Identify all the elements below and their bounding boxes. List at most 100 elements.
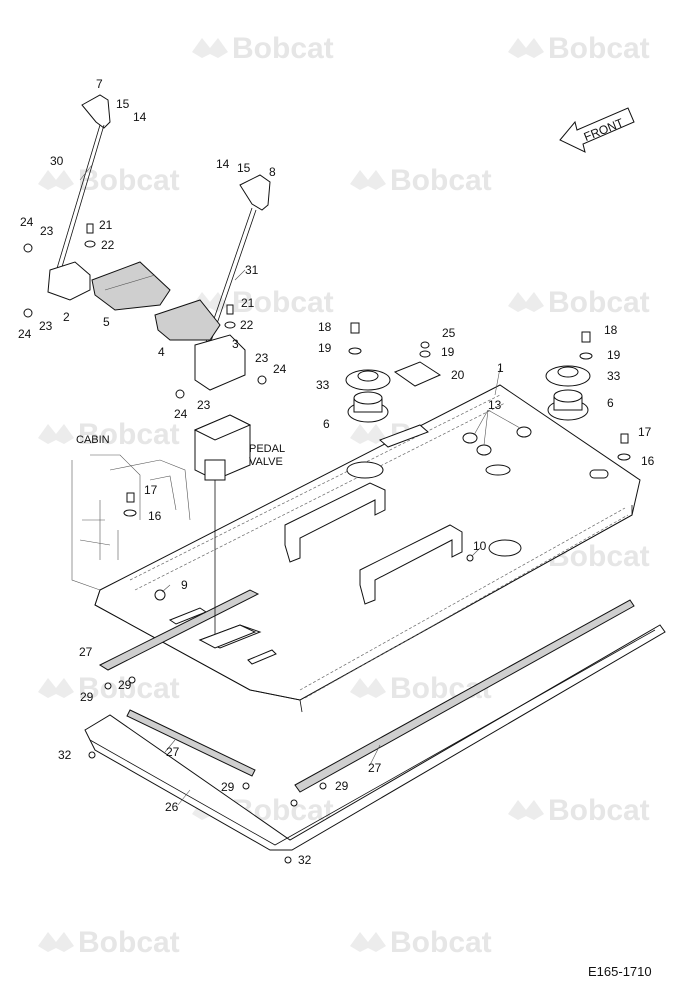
callout-25: 25 (442, 326, 456, 340)
front-arrow: FRONT (559, 107, 635, 153)
callout-7: 7 (96, 77, 103, 91)
watermark: Bobcat (38, 164, 180, 197)
watermark-text: Bobcat (548, 286, 650, 319)
watermark: Bobcat (508, 286, 650, 319)
plate-brackets (284, 482, 463, 605)
callout-33: 33 (316, 378, 330, 392)
callout-6: 6 (607, 396, 614, 410)
bobcat-logo-icon (38, 932, 74, 952)
callout-30: 30 (50, 154, 64, 168)
watermark: Bobcat (38, 926, 180, 959)
watermark: Bobcat (38, 672, 180, 705)
callout-32: 32 (298, 853, 312, 867)
callout-24: 24 (18, 327, 32, 341)
callout-22: 22 (240, 318, 254, 332)
callout-13: 13 (488, 398, 502, 412)
callout-16: 16 (148, 509, 162, 523)
callout-31: 31 (245, 263, 259, 277)
callout-17: 17 (144, 483, 158, 497)
callout-24: 24 (174, 407, 188, 421)
callout-4: 4 (158, 345, 165, 359)
callout-24: 24 (20, 215, 34, 229)
bobcat-logo-icon (38, 170, 74, 190)
callout-29: 29 (118, 678, 132, 692)
callout-23: 23 (255, 351, 269, 365)
watermark-text: Bobcat (78, 672, 180, 705)
watermark: Bobcat (192, 286, 334, 319)
right-lever (154, 174, 271, 391)
bobcat-logo-icon (350, 424, 386, 444)
cabin-label: CABIN (76, 434, 110, 446)
pedal-valve-label-2: VALVE (249, 456, 283, 468)
rubber-mounts (462, 426, 532, 456)
callout-10: 10 (473, 539, 487, 553)
side-rails (98, 589, 635, 793)
callout-2: 2 (63, 310, 70, 324)
isolator-left (345, 369, 391, 423)
callout-19: 19 (318, 341, 332, 355)
callout-23: 23 (39, 319, 53, 333)
callout-21: 21 (99, 218, 113, 232)
callout-19: 19 (441, 345, 455, 359)
callout-23: 23 (40, 224, 54, 238)
callout-14: 14 (216, 157, 230, 171)
bobcat-logo-icon (38, 424, 74, 444)
watermark-text: Bobcat (78, 164, 180, 197)
callout-18: 18 (604, 323, 618, 337)
watermark-text: Bobcat (78, 418, 180, 451)
callout-24: 24 (273, 362, 287, 376)
callout-17: 17 (638, 425, 652, 439)
callout-27: 27 (368, 761, 382, 775)
callout-1: 1 (497, 361, 504, 375)
callout-29: 29 (80, 690, 94, 704)
watermark-text: Bobcat (548, 32, 650, 65)
bobcat-logo-icon (350, 678, 386, 698)
watermark-text: Bobcat (390, 164, 492, 197)
bobcat-logo-icon (192, 38, 228, 58)
callout-27: 27 (79, 645, 93, 659)
pedal-valve-label-1: PEDAL (249, 443, 285, 455)
watermark: Bobcat (350, 926, 492, 959)
bobcat-logo-icon (508, 292, 544, 312)
bobcat-logo-icon (350, 932, 386, 952)
drawing-code: E165-1710 (588, 964, 652, 979)
callout-15: 15 (116, 97, 130, 111)
isolator-right (545, 365, 591, 421)
left-lever (47, 94, 171, 311)
bobcat-logo-icon (38, 678, 74, 698)
bobcat-logo-icon (350, 170, 386, 190)
fasteners (23, 223, 631, 864)
pedal-valve (193, 414, 257, 649)
callout-22: 22 (101, 238, 115, 252)
callout-27: 27 (166, 745, 180, 759)
watermark-text: Bobcat (78, 926, 180, 959)
bobcat-logo-icon (508, 38, 544, 58)
watermark: Bobcat (350, 164, 492, 197)
callout-14: 14 (133, 110, 147, 124)
watermark: Bobcat (38, 418, 180, 451)
callout-33: 33 (607, 369, 621, 383)
callout-21: 21 (241, 296, 255, 310)
callout-32: 32 (58, 748, 72, 762)
callout-29: 29 (335, 779, 349, 793)
callout-29: 29 (221, 780, 235, 794)
callout-9: 9 (181, 578, 188, 592)
bobcat-logo-icon (508, 800, 544, 820)
callout-5: 5 (103, 315, 110, 329)
callout-23: 23 (197, 398, 211, 412)
floor-seal-frame (84, 624, 666, 851)
watermark-text: Bobcat (390, 926, 492, 959)
callout-20: 20 (451, 368, 465, 382)
watermark-text: Bobcat (232, 286, 334, 319)
watermark: Bobcat (192, 32, 334, 65)
cabin-outline (71, 454, 191, 591)
watermark: Bobcat (508, 32, 650, 65)
cover-plate (393, 361, 442, 387)
watermark: Bobcat (508, 794, 650, 827)
callout-18: 18 (318, 320, 332, 334)
callout-8: 8 (269, 165, 276, 179)
leader-lines (79, 164, 521, 806)
watermark-text: Bobcat (548, 794, 650, 827)
